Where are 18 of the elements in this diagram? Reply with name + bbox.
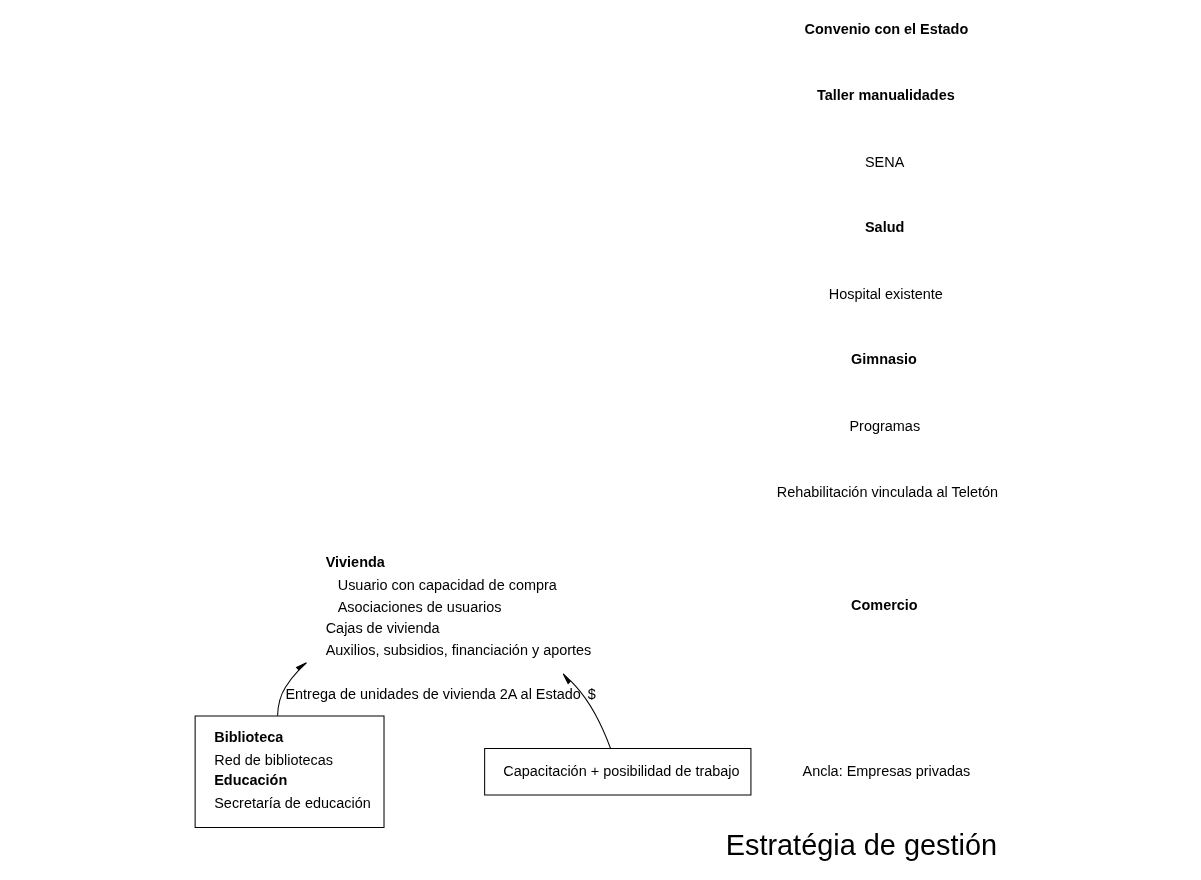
label: Taller manualidades <box>816 87 955 104</box>
edge-label: $ <box>587 685 596 702</box>
label: Convenio con el Estado <box>804 21 969 38</box>
edge-label: Entrega de unidades de vivienda 2A al Estado <box>285 685 581 702</box>
label: Ancla: Empresas privadas <box>802 762 971 779</box>
arrow <box>277 662 307 717</box>
node-box: Capacitación + posibilidad de trabajo <box>484 748 752 796</box>
node-text: Vivienda Usuario con capacidad de compra Asociaciones de usuarios Cajas de vivienda Auxilios, subsidios, financiación y aportes <box>325 554 592 658</box>
label: Gimnasio <box>851 351 917 368</box>
label: SENA <box>864 154 905 171</box>
label: Salud <box>864 219 905 236</box>
label: Rehabilitación vinculada al Teletón <box>776 484 998 501</box>
arrow <box>562 673 611 749</box>
label: Hospital existente <box>828 286 943 303</box>
label: Comercio <box>851 596 918 613</box>
label: Programas <box>849 418 921 435</box>
node-box: Biblioteca Red de bibliotecas Educación Secretaría de educación <box>194 715 385 829</box>
diagram-title: Estratégia de gestión <box>725 828 998 861</box>
